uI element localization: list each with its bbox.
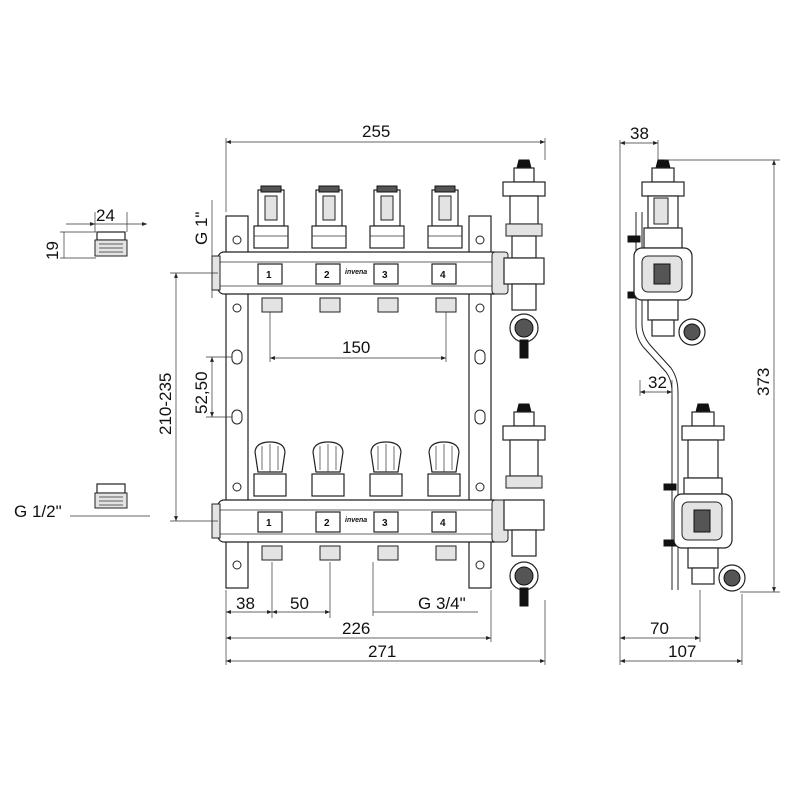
return-circuit-1-label: 1	[266, 518, 272, 529]
supply-circuit-2-label: 2	[324, 270, 330, 281]
flow-meter-4	[427, 185, 463, 313]
valve-cap-2	[311, 441, 345, 561]
flow-meter-3	[369, 185, 405, 313]
dim-outlet-pitch: 50	[290, 594, 309, 613]
adapter-height-label: 19	[43, 241, 62, 260]
adapter-detail-top: 24 19	[43, 206, 147, 260]
flow-meter-1	[253, 185, 289, 313]
supply-circuit-3-label: 3	[382, 270, 388, 281]
adapter-thread-label: G 1/2"	[14, 502, 62, 521]
mounting-bracket-left	[225, 215, 249, 589]
flow-meter-2	[311, 185, 347, 313]
dim-side-total-height: 373	[754, 368, 773, 396]
dim-outlet-spacing: 150	[342, 338, 370, 357]
return-circuit-2-label: 2	[324, 518, 330, 529]
dim-side-mid-offset: 32	[648, 373, 667, 392]
return-circuit-4-label: 4	[440, 518, 446, 529]
end-fitting-upper	[502, 159, 546, 359]
dim-outlet-thread: G 3/4"	[418, 594, 466, 613]
supply-circuit-4-label: 4	[440, 270, 446, 281]
dim-inlet-thread: G 1"	[192, 212, 211, 245]
adapter-width-label: 24	[96, 206, 115, 225]
supply-brand-logo: invena	[345, 269, 367, 276]
valve-cap-1	[253, 441, 287, 561]
dim-side-depth-total: 107	[668, 642, 696, 661]
valve-cap-3	[369, 441, 403, 561]
mounting-bracket-right	[468, 215, 492, 589]
front-view: 1 2 3 4 invena	[156, 122, 546, 665]
valve-cap-4	[427, 441, 461, 561]
end-fitting-lower	[502, 403, 546, 607]
return-brand-logo: invena	[345, 517, 367, 524]
adapter-detail-bottom: G 1/2"	[14, 483, 150, 521]
side-lower-unit	[673, 403, 746, 592]
side-upper-unit	[633, 159, 706, 346]
dim-overall-length: 271	[368, 642, 396, 661]
dim-side-top-width: 38	[630, 124, 649, 143]
dim-body-length: 226	[342, 619, 370, 638]
dim-bracket-spacing: 52,50	[192, 371, 211, 414]
dim-overall-top: 255	[362, 122, 390, 141]
dim-side-depth-inner: 70	[650, 619, 669, 638]
dim-header-spacing: 210-235	[156, 373, 175, 435]
supply-circuit-1-label: 1	[266, 270, 272, 281]
return-circuit-3-label: 3	[382, 518, 388, 529]
side-view: 38 32 373 70 107	[619, 124, 780, 665]
dim-first-offset: 38	[236, 594, 255, 613]
